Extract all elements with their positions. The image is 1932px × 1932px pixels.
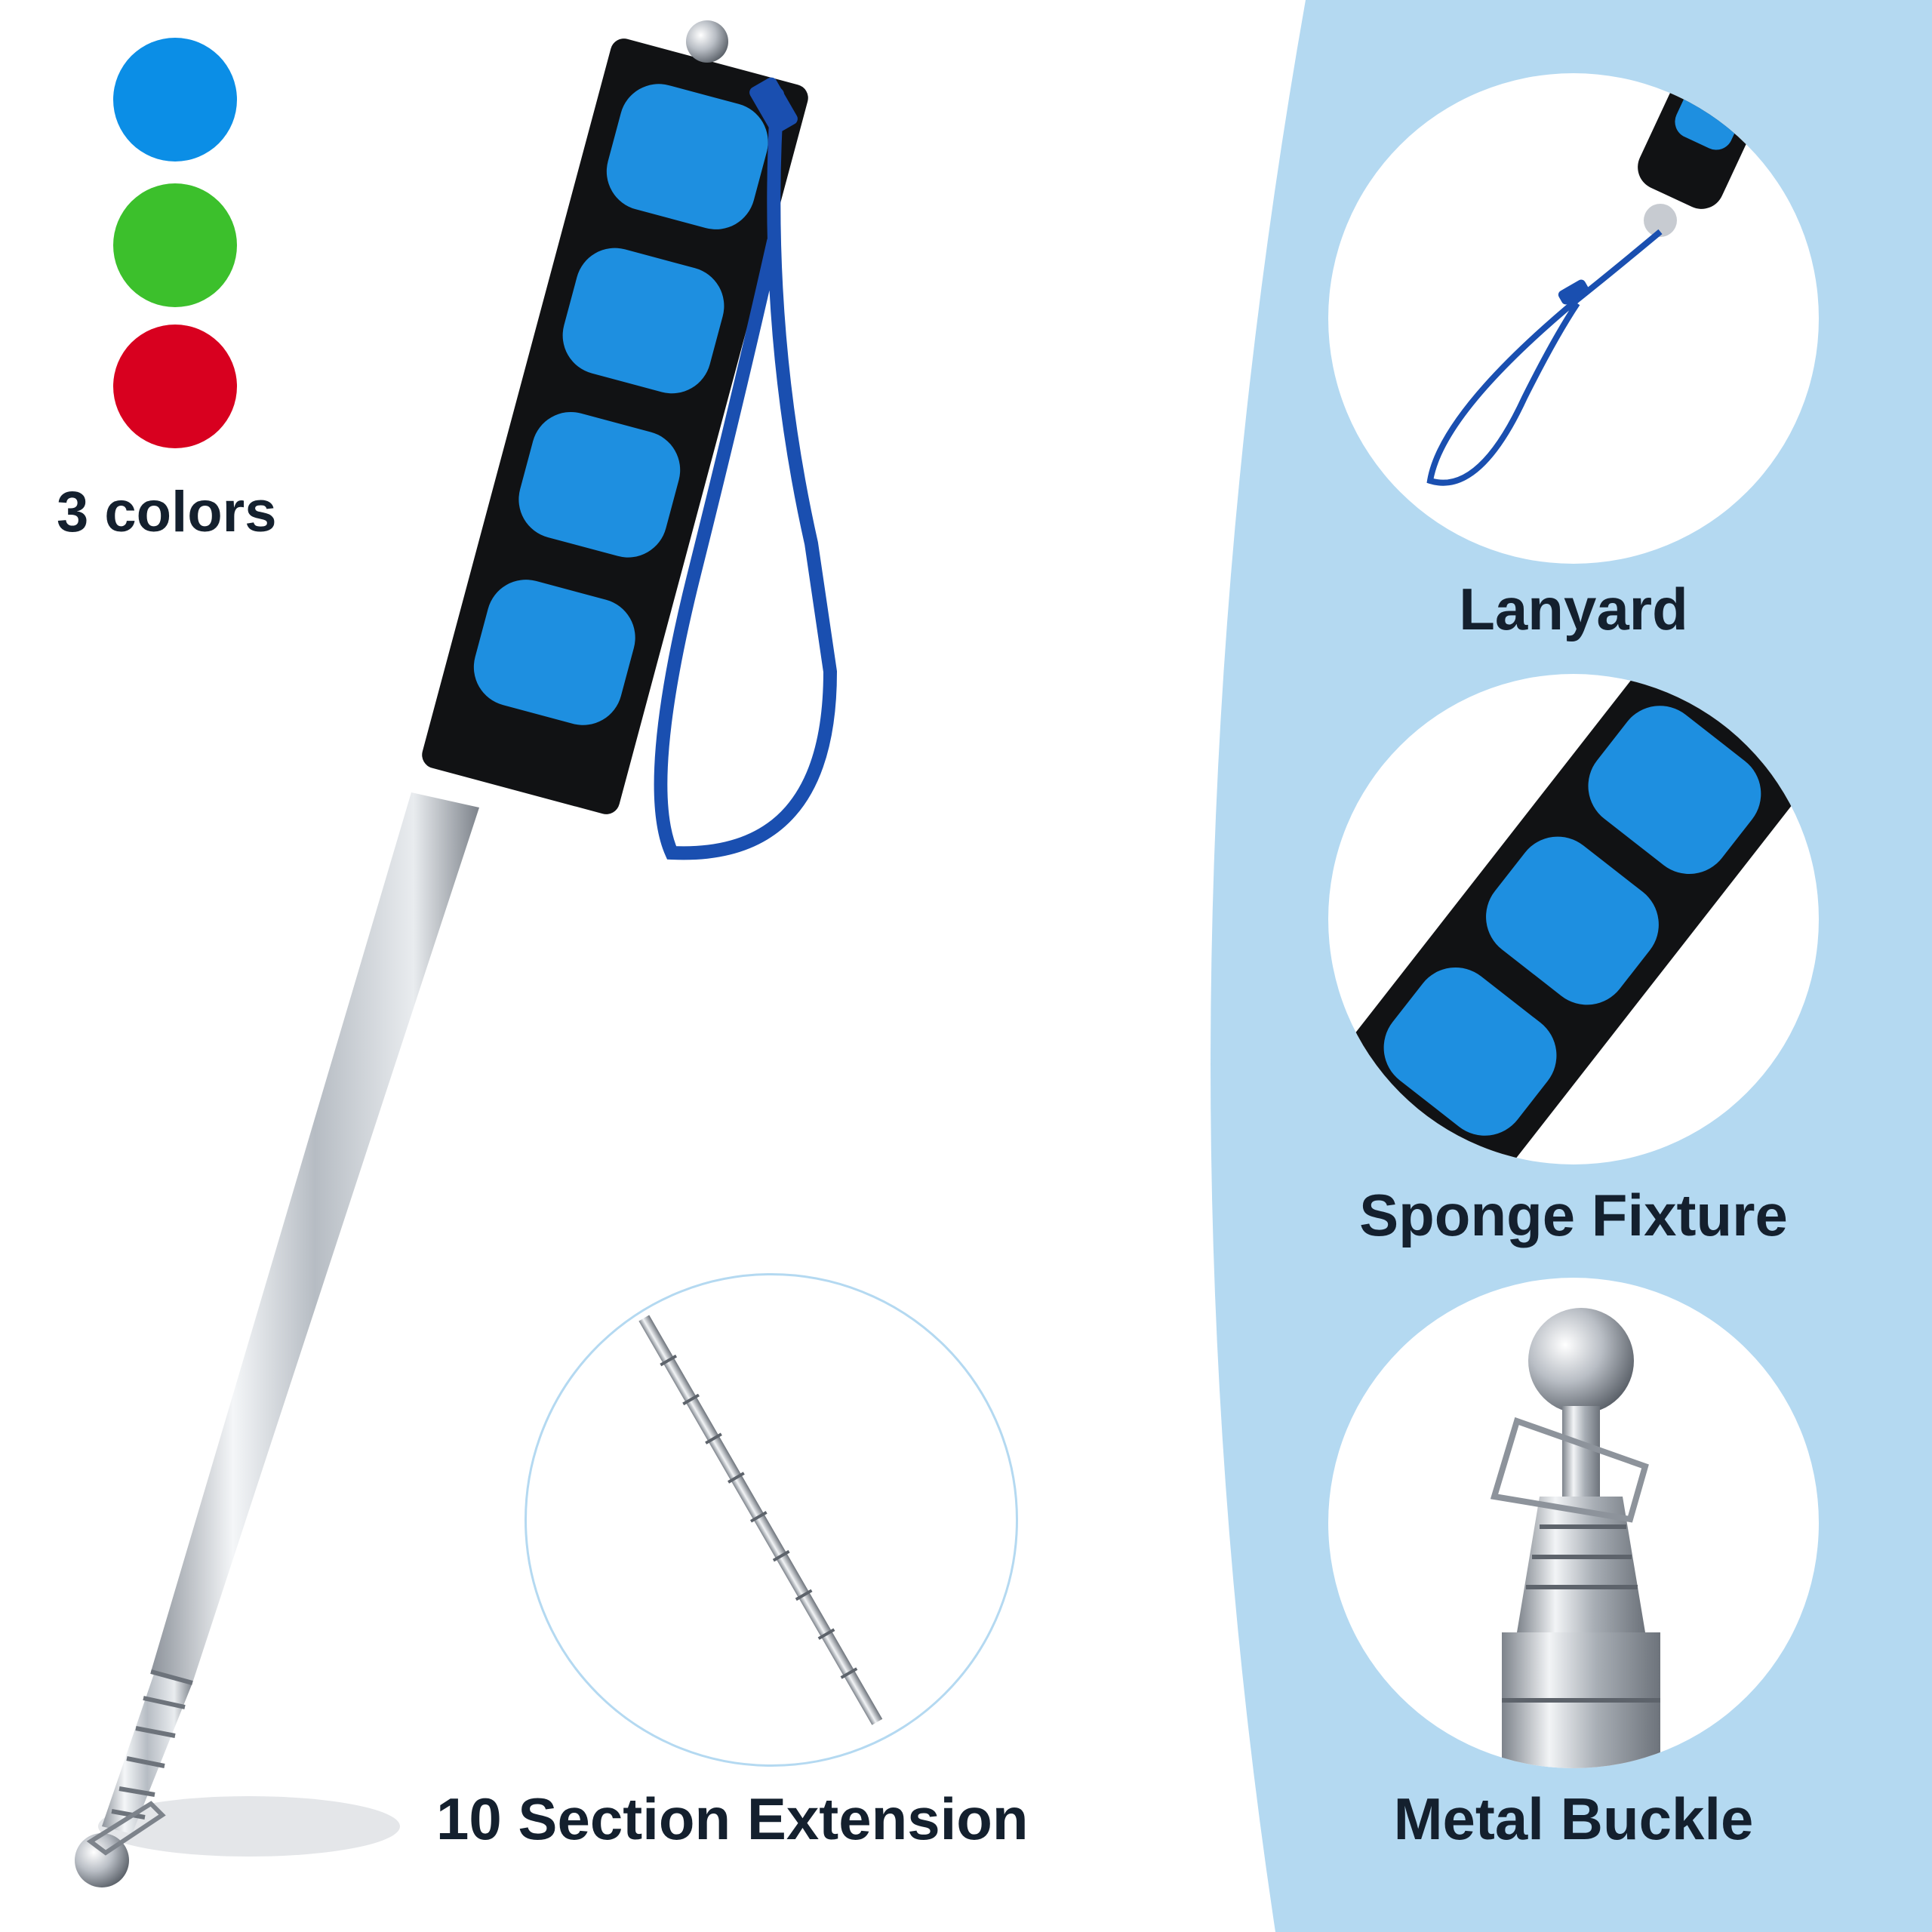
sponge-fixture-label: Sponge Fixture: [1359, 1182, 1788, 1248]
metal-buckle-label: Metal Buckle: [1393, 1786, 1754, 1852]
extension-zoom-circle: [525, 1273, 1018, 1767]
extension-detail-image: [638, 1315, 883, 1725]
color-swatch-green[interactable]: [113, 183, 237, 307]
lanyard-strap: [654, 88, 838, 860]
lanyard-detail-image: [1426, 73, 1766, 486]
lanyard-zoom-circle: [1328, 73, 1819, 564]
telescopic-rod: [75, 792, 479, 1887]
sponge-detail-image: [1328, 674, 1819, 1164]
extension-label: 10 Section Extension: [436, 1786, 1029, 1852]
buckle-detail-image: [1490, 1308, 1660, 1768]
color-swatch-blue[interactable]: [113, 38, 237, 162]
sponge-zoom-circle: [1328, 674, 1819, 1164]
buckle-zoom-circle: [1328, 1278, 1819, 1768]
colors-label: 3 colors: [57, 480, 277, 544]
color-swatch-red[interactable]: [113, 325, 237, 448]
foam-handle: [422, 38, 808, 814]
lanyard-label: Lanyard: [1459, 576, 1688, 642]
